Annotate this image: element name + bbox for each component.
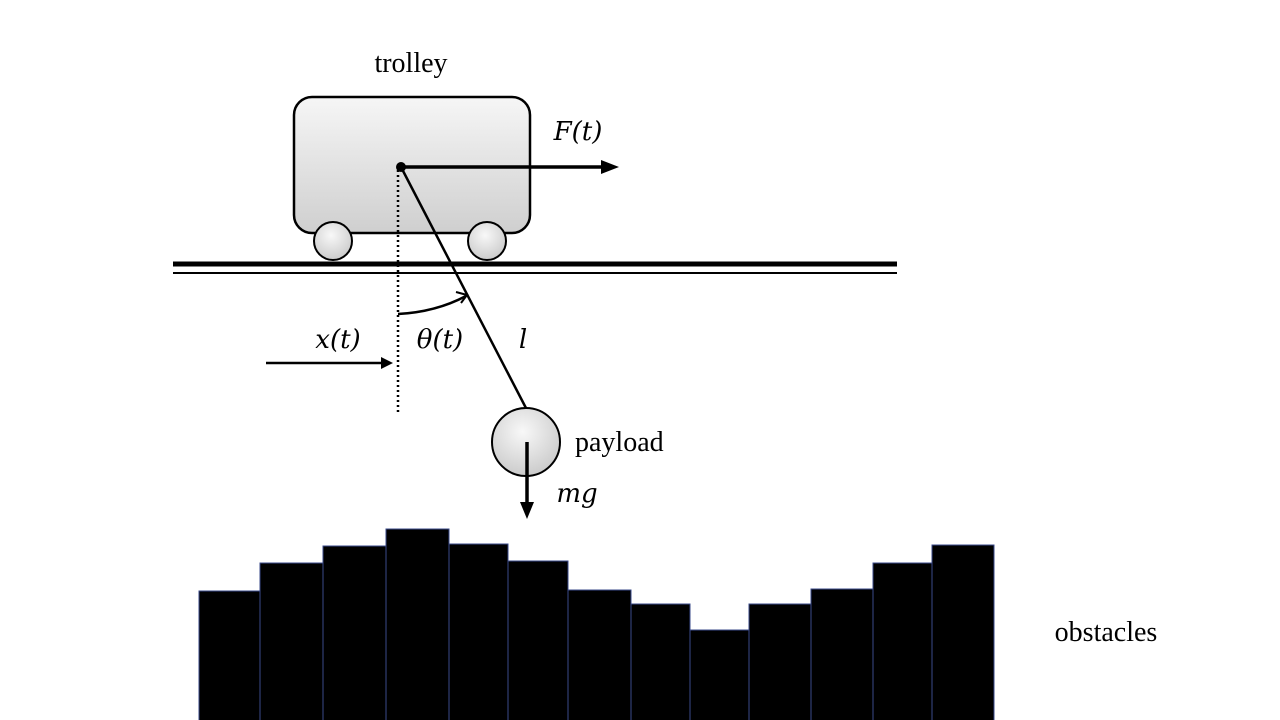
obstacle-bar (689, 629, 750, 720)
obstacle-bar (322, 545, 387, 720)
weight-label: mg (556, 479, 597, 509)
obstacle-bar (810, 588, 874, 720)
angle-label: θ(t) (417, 325, 463, 355)
obstacle-bar (385, 528, 450, 720)
pendulum-rod (399, 166, 529, 411)
trolley-label: trolley (374, 48, 447, 79)
position-arrow-head (381, 357, 393, 369)
obstacles-group (198, 528, 995, 720)
obstacle-bar (448, 543, 509, 720)
obstacle-bar (507, 560, 569, 720)
angle-arc-head (455, 291, 469, 304)
force-label: F(t) (553, 117, 603, 147)
trolley-wheel-right (467, 221, 507, 261)
obstacle-bar (259, 562, 324, 720)
length-label: l (519, 325, 527, 355)
weight-arrow-head (520, 502, 534, 519)
angle-arc (397, 294, 467, 316)
obstacle-bar (931, 544, 995, 720)
payload-label: payload (575, 427, 664, 458)
force-arrow-head (601, 160, 619, 174)
obstacle-bar (872, 562, 933, 720)
obstacle-bar (748, 603, 812, 720)
pivot-point (396, 162, 406, 172)
obstacle-bar (567, 589, 632, 720)
trolley-wheel-left (313, 221, 353, 261)
obstacle-bar (198, 590, 261, 720)
trolley-body (292, 95, 532, 235)
obstacles-label: obstacles (1055, 617, 1158, 648)
position-label: x(t) (315, 325, 360, 355)
obstacle-bar (630, 603, 691, 720)
